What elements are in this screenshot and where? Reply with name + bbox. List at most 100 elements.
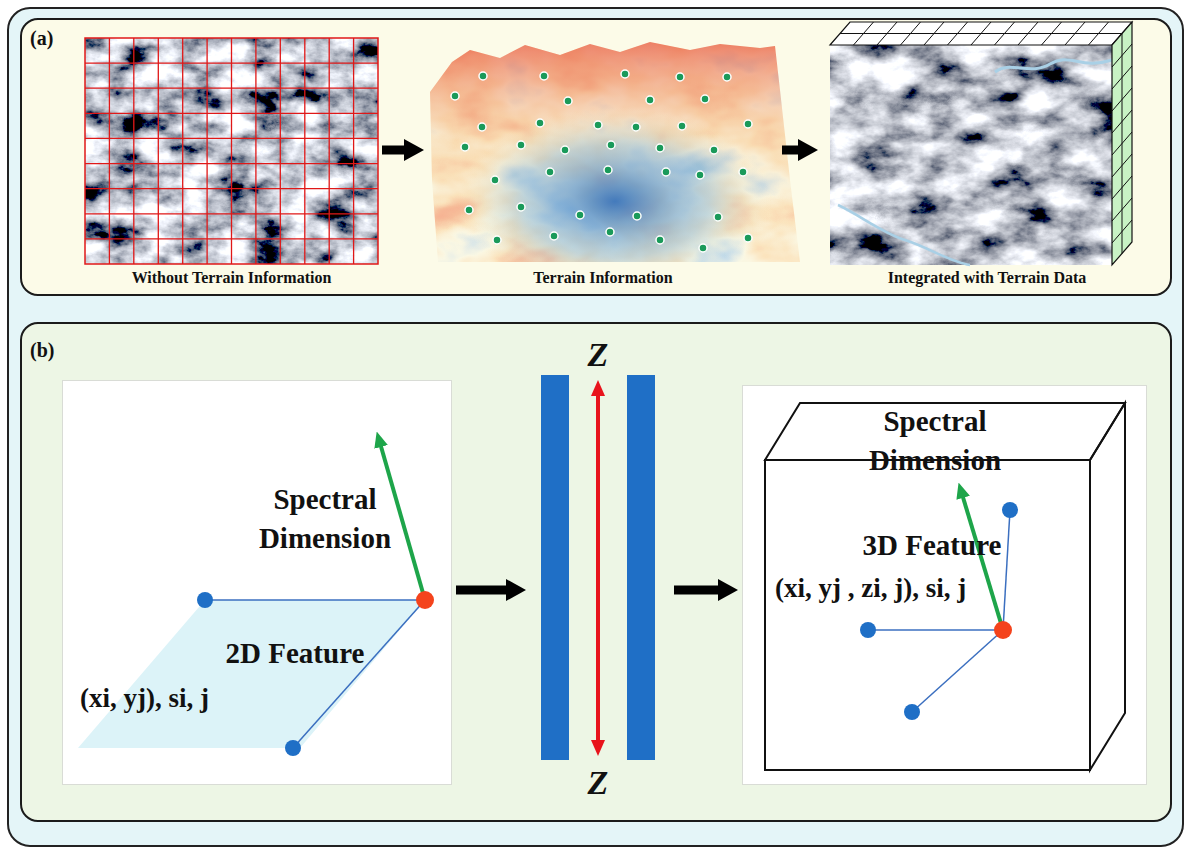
feature-box: Spectral Dimension 3D Feature (xi, yj , zi…: [742, 385, 1147, 785]
coordinate-label: (xi, yj), si, j: [80, 682, 380, 714]
sample-point: [699, 244, 707, 252]
sample-point: [576, 211, 584, 219]
sample-point: [678, 122, 686, 130]
z-axis-arrow: [596, 392, 600, 744]
sample-point: [744, 120, 752, 128]
terrain-surface: [428, 40, 802, 264]
spectral-arrow: [962, 494, 1003, 630]
sample-point: [564, 97, 572, 105]
neighbor-link: [293, 600, 425, 748]
river: [838, 205, 970, 265]
cube-grid: [840, 22, 1122, 45]
sample-point: [546, 168, 554, 176]
sample-point: [714, 213, 722, 221]
neighbor-link: [868, 629, 1003, 631]
feature-label: 2D Feature: [195, 636, 395, 671]
caption: Without Terrain Information: [85, 268, 378, 287]
outer-frame: [8, 8, 1183, 846]
image-panel: Without Terrain Information: [85, 38, 378, 292]
terrain-texture: [428, 40, 802, 264]
panel-label: (b): [30, 338, 74, 362]
flow-arrow: [382, 146, 414, 155]
axis-label: Z: [578, 764, 618, 801]
cube-top: [830, 22, 1132, 45]
sample-point: [594, 121, 602, 129]
sample-point: [465, 206, 473, 214]
panel: (b) Spectral Dimension 2D Feature (xi, yj),…: [20, 322, 1172, 822]
terrain-high: [428, 40, 802, 264]
river: [995, 60, 1112, 72]
sample-point: [606, 228, 614, 236]
center-pixel: [416, 591, 434, 609]
center-pixel: [994, 621, 1012, 639]
sample-point: [461, 143, 469, 151]
sample-point: [744, 234, 752, 242]
panel: (a) Without Terrain Information Terrain In…: [20, 18, 1172, 296]
sample-point: [540, 72, 548, 80]
sample-point: [646, 96, 654, 104]
feature-box: Spectral Dimension 2D Feature (xi, yj), si…: [62, 380, 452, 785]
z-axis-band: ZZ: [530, 330, 670, 810]
axis-label: Spectral Dimension: [830, 402, 1040, 480]
axis-label: Spectral Dimension: [235, 480, 415, 558]
flow-arrow: [782, 146, 808, 155]
cube-grid: [1112, 34, 1132, 254]
sample-point: [517, 141, 525, 149]
cube-side: [1112, 22, 1132, 265]
sample-point: [739, 168, 747, 176]
sample-point: [696, 171, 704, 179]
cube-top: [765, 403, 1125, 460]
feature-label: 3D Feature: [832, 528, 1032, 563]
neighbor-pixel: [904, 704, 920, 720]
cube-side: [1090, 403, 1125, 770]
terrain-low: [428, 40, 802, 264]
sample-point: [701, 95, 709, 103]
neighbor-link: [1003, 510, 1010, 630]
sample-point: [517, 203, 525, 211]
neighbor-link: [205, 599, 425, 601]
neighbor-pixel: [860, 622, 876, 638]
sample-point: [561, 146, 569, 154]
sample-point: [632, 123, 640, 131]
neighbor-pixel: [285, 740, 301, 756]
flow-arrow: [456, 586, 516, 595]
sample-point: [550, 232, 558, 240]
sample-point: [607, 141, 615, 149]
sample-point: [621, 70, 629, 78]
grid-border: [85, 38, 378, 264]
panel-label: (a): [30, 26, 74, 50]
flow-arrow: [674, 586, 728, 595]
sample-point: [710, 146, 718, 154]
feature-plane: [78, 600, 425, 748]
caption: Terrain Information: [428, 268, 778, 287]
sample-point: [633, 212, 641, 220]
neighbor-pixel: [1002, 502, 1018, 518]
sample-point: [662, 168, 670, 176]
sample-point: [451, 92, 459, 100]
sample-point: [493, 236, 501, 244]
sample-point: [723, 73, 731, 81]
satellite-image: [85, 38, 378, 264]
sample-point: [478, 123, 486, 131]
band-bar: [541, 375, 569, 760]
satellite-image: [830, 45, 1112, 265]
neighbor-link: [912, 630, 1003, 712]
sample-point: [656, 236, 664, 244]
sample-point: [656, 144, 664, 152]
spectral-arrow: [380, 443, 425, 600]
coordinate-label: (xi, yj , zi, j), si, j: [775, 572, 1105, 604]
axis-label: Z: [578, 336, 618, 373]
image-panel: Terrain Information: [428, 38, 778, 292]
neighbor-pixel: [197, 592, 213, 608]
sample-point: [676, 73, 684, 81]
caption: Integrated with Terrain Data: [822, 268, 1152, 287]
image-panel: Integrated with Terrain Data: [822, 20, 1152, 292]
pixel-grid: [85, 38, 378, 264]
cube-front: [765, 460, 1090, 770]
band-bar: [627, 375, 655, 760]
sample-point: [479, 72, 487, 80]
sample-points: [451, 70, 752, 252]
sample-point: [491, 176, 499, 184]
sample-point: [536, 119, 544, 127]
